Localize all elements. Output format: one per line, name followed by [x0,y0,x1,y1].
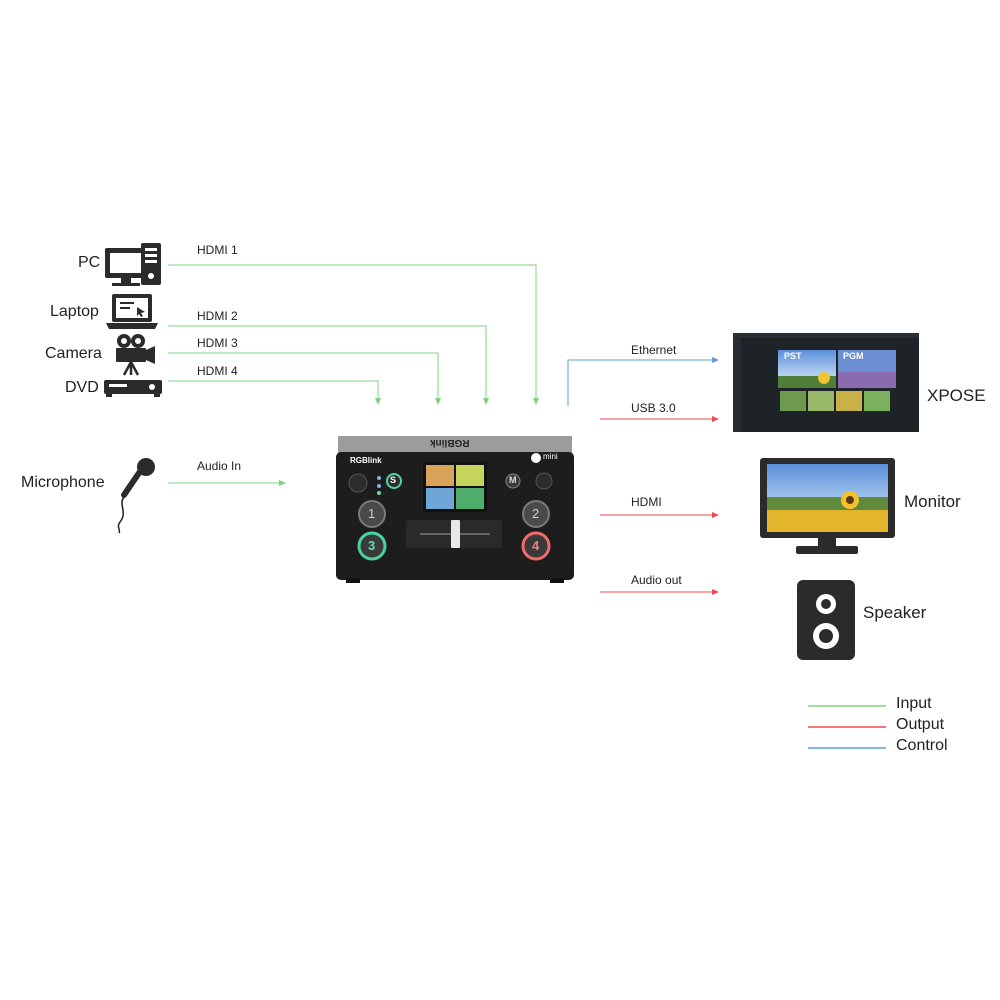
input-button-1: 1 [368,506,376,521]
source-label-dvd: DVD [65,379,99,396]
wire-hdmi1 [168,264,539,405]
s-button: S [390,475,397,485]
monitor-icon [760,458,895,554]
input-button-2: 2 [532,506,540,521]
device-model: mini [543,452,558,461]
wire-label-hdmi3: HDMI 3 [197,336,238,350]
wire-ethernet [567,357,719,406]
legend-label-control: Control [896,737,948,754]
xpose-screenshot [733,333,919,432]
wire-label-audio-out: Audio out [631,573,682,587]
wire-label-audio-in: Audio In [197,459,242,473]
legend-label-output: Output [896,716,945,733]
wire-label-ethernet: Ethernet [631,343,677,357]
source-label-laptop: Laptop [50,303,99,320]
source-label-pc: PC [78,254,101,271]
wire-label-hdmi4: HDMI 4 [197,364,238,378]
microphone-icon [117,458,155,534]
laptop-icon [106,294,158,329]
wire-hdmi3 [168,352,441,405]
camera-icon [116,334,155,376]
output-label-xpose: XPOSE [927,386,986,405]
wire-label-hdmi1: HDMI 1 [197,243,238,257]
xpose-pst-label: PST [784,351,802,361]
m-button: M [509,475,517,485]
input-button-4: 4 [532,538,540,553]
source-label-camera: Camera [45,345,102,362]
wire-label-usb: USB 3.0 [631,401,676,415]
wire-label-hdmi2: HDMI 2 [197,309,238,323]
speaker-icon [797,580,855,660]
output-label-monitor: Monitor [904,492,961,511]
input-button-3: 3 [368,538,376,553]
device-brand-top: RGBlink [430,437,470,448]
dvd-icon [104,380,162,397]
legend-label-input: Input [896,695,932,712]
source-label-microphone: Microphone [21,474,105,491]
switcher-device [336,436,574,583]
wire-label-hdmi-out: HDMI [631,495,662,509]
output-label-speaker: Speaker [863,603,927,622]
wire-hdmi2 [168,325,489,405]
xpose-pgm-label: PGM [843,351,864,361]
wire-hdmi4 [168,380,381,405]
device-brand: RGBlink [350,456,382,465]
pc-icon [105,243,161,286]
